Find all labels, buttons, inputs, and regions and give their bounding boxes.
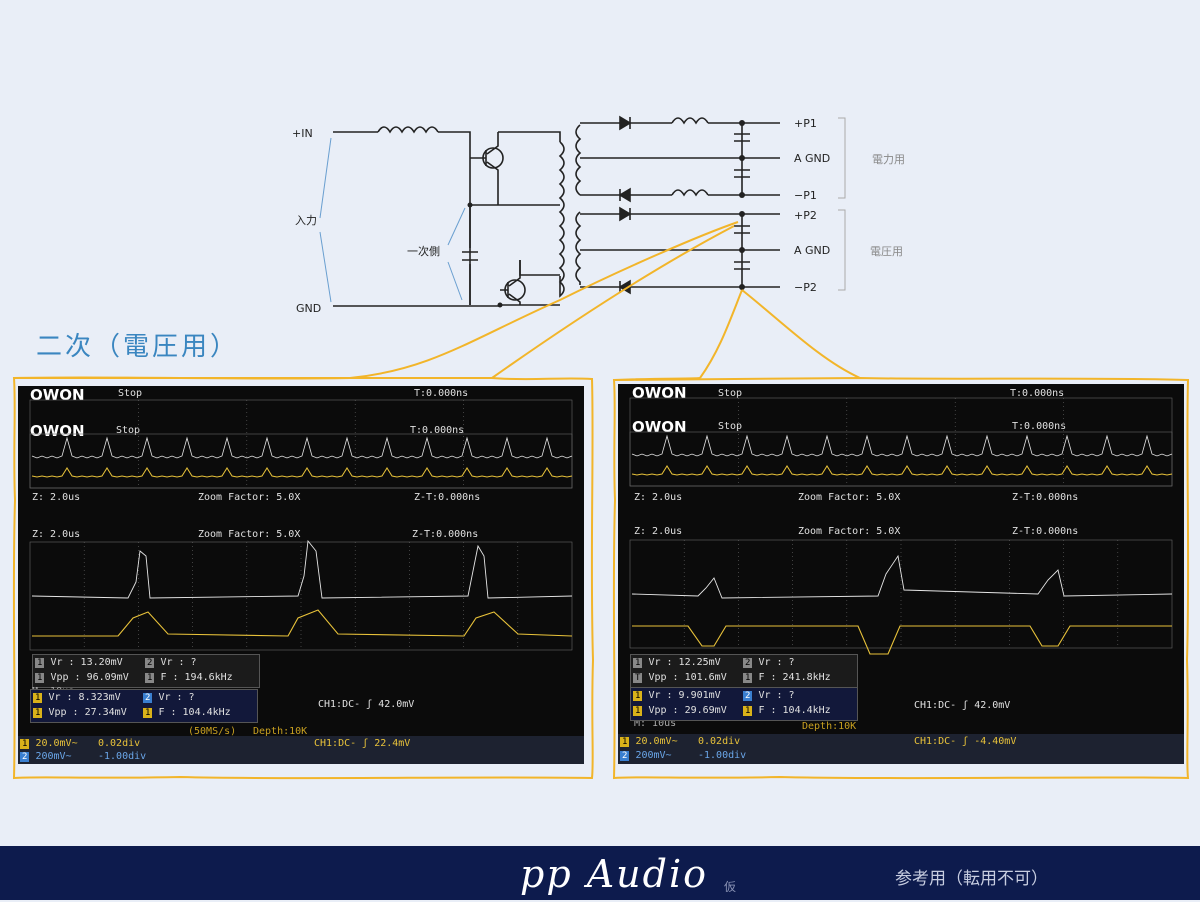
ch2-vr-front: Vr : ? [758, 690, 795, 701]
zoom-zt-front: Z-T:0.000ns [1012, 526, 1079, 537]
footer-brand: pp Audio [520, 852, 709, 896]
freq: F : 194.6kHz [160, 672, 233, 683]
samp-rate: (50MS/s) [188, 726, 237, 737]
zoom-z-front: Z: 2.0us [32, 529, 81, 540]
scope-logo: OWON [30, 386, 85, 404]
scope-time: T:0.000ns [1010, 388, 1065, 399]
overview-trace-ch2 [31, 436, 573, 459]
scope-status: Stop [118, 388, 143, 399]
scope-time: T:0.000ns [414, 388, 469, 399]
zoom-factor: Zoom Factor: 5.0X [198, 492, 301, 503]
footer-kari: 仮 [724, 880, 737, 894]
scope-time-front: T:0.000ns [1012, 421, 1067, 432]
label-plus-in: +IN [292, 127, 313, 140]
vpp-front: Vpp : 27.34mV [48, 707, 127, 718]
right-scope-screenshot: OWON Stop T:0.000ns OWON Stop T:0.000ns … [618, 384, 1184, 764]
status-bar: 1 20.0mV~ 0.02div 2 200mV~ -1.00div CH1:… [618, 734, 1184, 764]
ch2-vr: Vr : ? [160, 657, 197, 668]
vpp: Vpp : 96.09mV [50, 672, 129, 683]
trigger-readout-front: CH1:DC- ʃ -4.40mV [914, 736, 1017, 747]
zoom-z: Z: 2.0us [634, 492, 683, 503]
label-out-4: A GND [794, 244, 830, 257]
zoom-trace-ch1 [32, 609, 573, 637]
scope-logo: OWON [632, 384, 687, 402]
ch2-vr: Vr : ? [758, 657, 795, 668]
freq-front: F : 104.4kHz [758, 705, 831, 716]
zoom-factor: Zoom Factor: 5.0X [798, 492, 901, 503]
freq: F : 241.8kHz [758, 672, 831, 683]
status-bar: 1 20.0mV~ 0.02div 2 200mV~ -1.00div CH1:… [18, 736, 584, 764]
scope-status: Stop [718, 388, 743, 399]
right-scope-frame [612, 376, 1190, 780]
depth: Depth:10K [802, 721, 857, 732]
ch2-vr-front: Vr : ? [158, 692, 195, 703]
label-group-voltage: 電圧用 [870, 245, 903, 258]
zoom-z: Z: 2.0us [32, 492, 81, 503]
footer-bar: pp Audio [0, 846, 1200, 900]
overview-trace-ch1 [31, 467, 573, 478]
label-out-3: +P2 [794, 209, 817, 222]
transformer-primary [558, 141, 565, 298]
trigger-readout-front: CH1:DC- ʃ 22.4mV [314, 738, 411, 749]
label-out-0: +P1 [794, 117, 817, 130]
overview-trace-ch1 [631, 465, 1173, 476]
measure-panel-front: 1 Vr : 9.901mV 2 Vr : ? 1 Vpp : 29.69mV … [630, 687, 858, 721]
zoom-zt: Z-T:0.000ns [414, 492, 481, 503]
zoom-trace-ch2 [631, 554, 1173, 599]
zoom-z-front: Z: 2.0us [634, 526, 683, 537]
zoom-zt-front: Z-T:0.000ns [412, 529, 479, 540]
ch1-vr-front: Vr : 9.901mV [648, 690, 721, 701]
zoom-factor-front: Zoom Factor: 5.0X [198, 529, 301, 540]
left-scope-frame [12, 376, 595, 780]
transformer-secondary-2 [575, 211, 582, 285]
transformer-secondary-1 [575, 124, 582, 196]
label-out-1: A GND [794, 152, 830, 165]
trigger-readout: CH1:DC- ʃ 42.0mV [914, 700, 1011, 711]
mem-depth: M: 10us [634, 718, 677, 729]
footer-note: 参考用（転用不可） [895, 869, 1048, 889]
scope-status-front: Stop [116, 425, 141, 436]
zoom-zt: Z-T:0.000ns [1012, 492, 1079, 503]
zoom-trace-ch2 [31, 539, 573, 599]
trigger-readout: CH1:DC- ʃ 42.0mV [318, 699, 415, 710]
slide-heading: 二次（電圧用） [36, 332, 240, 362]
ch1-vr-front: Vr : 8.323mV [48, 692, 121, 703]
label-group-power: 電力用 [872, 153, 905, 166]
freq-front: F : 104.4kHz [158, 707, 231, 718]
vpp: Vpp : 101.6mV [648, 672, 727, 683]
input-inductor [377, 126, 439, 134]
vpp-front: Vpp : 29.69mV [648, 705, 727, 716]
ch1-vr: Vr : 12.25mV [648, 657, 721, 668]
zoom-trace-ch1 [632, 625, 1172, 655]
depth: Depth:10K [253, 726, 308, 737]
overview-trace-ch2 [631, 434, 1173, 457]
scope-logo-front: OWON [632, 418, 687, 436]
scope-status-front: Stop [718, 421, 743, 432]
label-primary-side: 一次側 [407, 244, 440, 258]
scope-time-front: T:0.000ns [410, 425, 465, 436]
left-scope-screenshot: OWON Stop T:0.000ns OWON Stop T:0.000ns … [18, 386, 584, 764]
label-out-5: −P2 [794, 281, 817, 294]
ch1-vr: Vr : 13.20mV [50, 657, 123, 668]
right-scope-waveforms [629, 397, 1173, 655]
measure-panel-front: 1 Vr : 8.323mV 2 Vr : ? 1 Vpp : 27.34mV … [30, 689, 258, 723]
label-input: 入力 [295, 214, 317, 227]
measure-panel-back: 1 Vr : 13.20mV 2 Vr : ? 1 Vpp : 96.09mV … [32, 654, 260, 688]
label-gnd: GND [296, 302, 321, 315]
zoom-factor-front: Zoom Factor: 5.0X [798, 526, 901, 537]
label-out-2: −P1 [794, 189, 817, 202]
left-scope-waveforms [29, 399, 573, 651]
scope-logo-front: OWON [30, 422, 85, 440]
measure-panel-back: 1 Vr : 12.25mV 2 Vr : ? T Vpp : 101.6mV … [630, 654, 858, 688]
